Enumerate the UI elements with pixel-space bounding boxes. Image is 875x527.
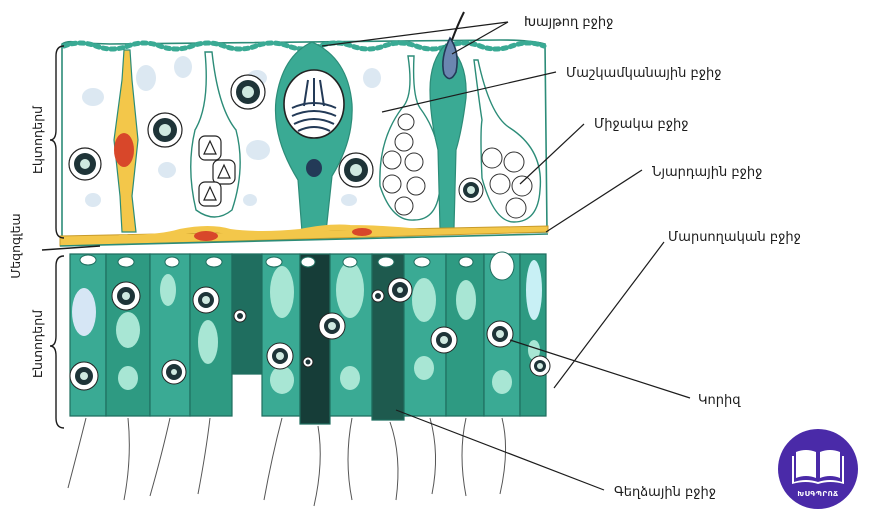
- nerve-net-nucleus-right: [352, 228, 372, 236]
- food-vacuoles: [79, 251, 515, 281]
- endoderm-vacuoles: [72, 260, 542, 394]
- ectoderm-vacuoles: [82, 56, 446, 207]
- cnidocyte-nucleus: [306, 159, 322, 177]
- mesoglea-line: [59, 233, 549, 247]
- ectoderm-label: Էկտոդերմ: [30, 105, 45, 174]
- open-book-icon: [792, 450, 844, 484]
- cnidoblast-cluster: [198, 135, 236, 207]
- label-stinging-cell: Խայթող բջիջ: [524, 15, 613, 30]
- ectoderm-layer: [61, 11, 548, 241]
- leader-lines: [321, 21, 691, 491]
- mesoglea-layer: [59, 224, 549, 247]
- endoderm-layer: [67, 251, 551, 507]
- layer-braces: [49, 45, 65, 429]
- logo-circle: [778, 429, 858, 509]
- label-nucleus: Կորիզ: [698, 393, 741, 408]
- nematocyst: [442, 36, 458, 80]
- publisher-logo: ԽՍԳՊՐՈՃ: [778, 429, 858, 509]
- logo-text: ԽՍԳՊՐՈՃ: [797, 490, 838, 498]
- nerve-net-nucleus-left: [194, 231, 218, 241]
- label-digestive-cell: Մարսողական բջիջ: [668, 230, 801, 245]
- mesoglea-pointer: [41, 245, 101, 251]
- label-interstitial-cell: Միջակա բջիջ: [594, 117, 689, 132]
- ectoderm-nuclei: [68, 74, 484, 203]
- label-epitheliomuscular-cell: Մաշկամկանային բջիջ: [566, 66, 722, 81]
- mesoglea-label: Մեզոգլեա: [8, 213, 23, 278]
- digestive-cells: [69, 253, 547, 425]
- nerve-cell-nucleus: [114, 133, 134, 167]
- vesicle-cluster-right: [481, 147, 533, 219]
- endoderm-label: Էնտոդերմ: [30, 309, 45, 378]
- flagella: [67, 417, 507, 507]
- vesicle-cluster-center: [382, 113, 426, 216]
- cnidocil-hair: [451, 11, 465, 41]
- label-glandular-cell: Գեղձային բջիջ: [614, 485, 716, 500]
- coiled-thread: [291, 78, 337, 132]
- label-nerve-cell: Նյարդային բջիջ: [652, 165, 762, 180]
- nerve-net-process: [117, 224, 423, 241]
- endoderm-nuclei: [69, 277, 551, 391]
